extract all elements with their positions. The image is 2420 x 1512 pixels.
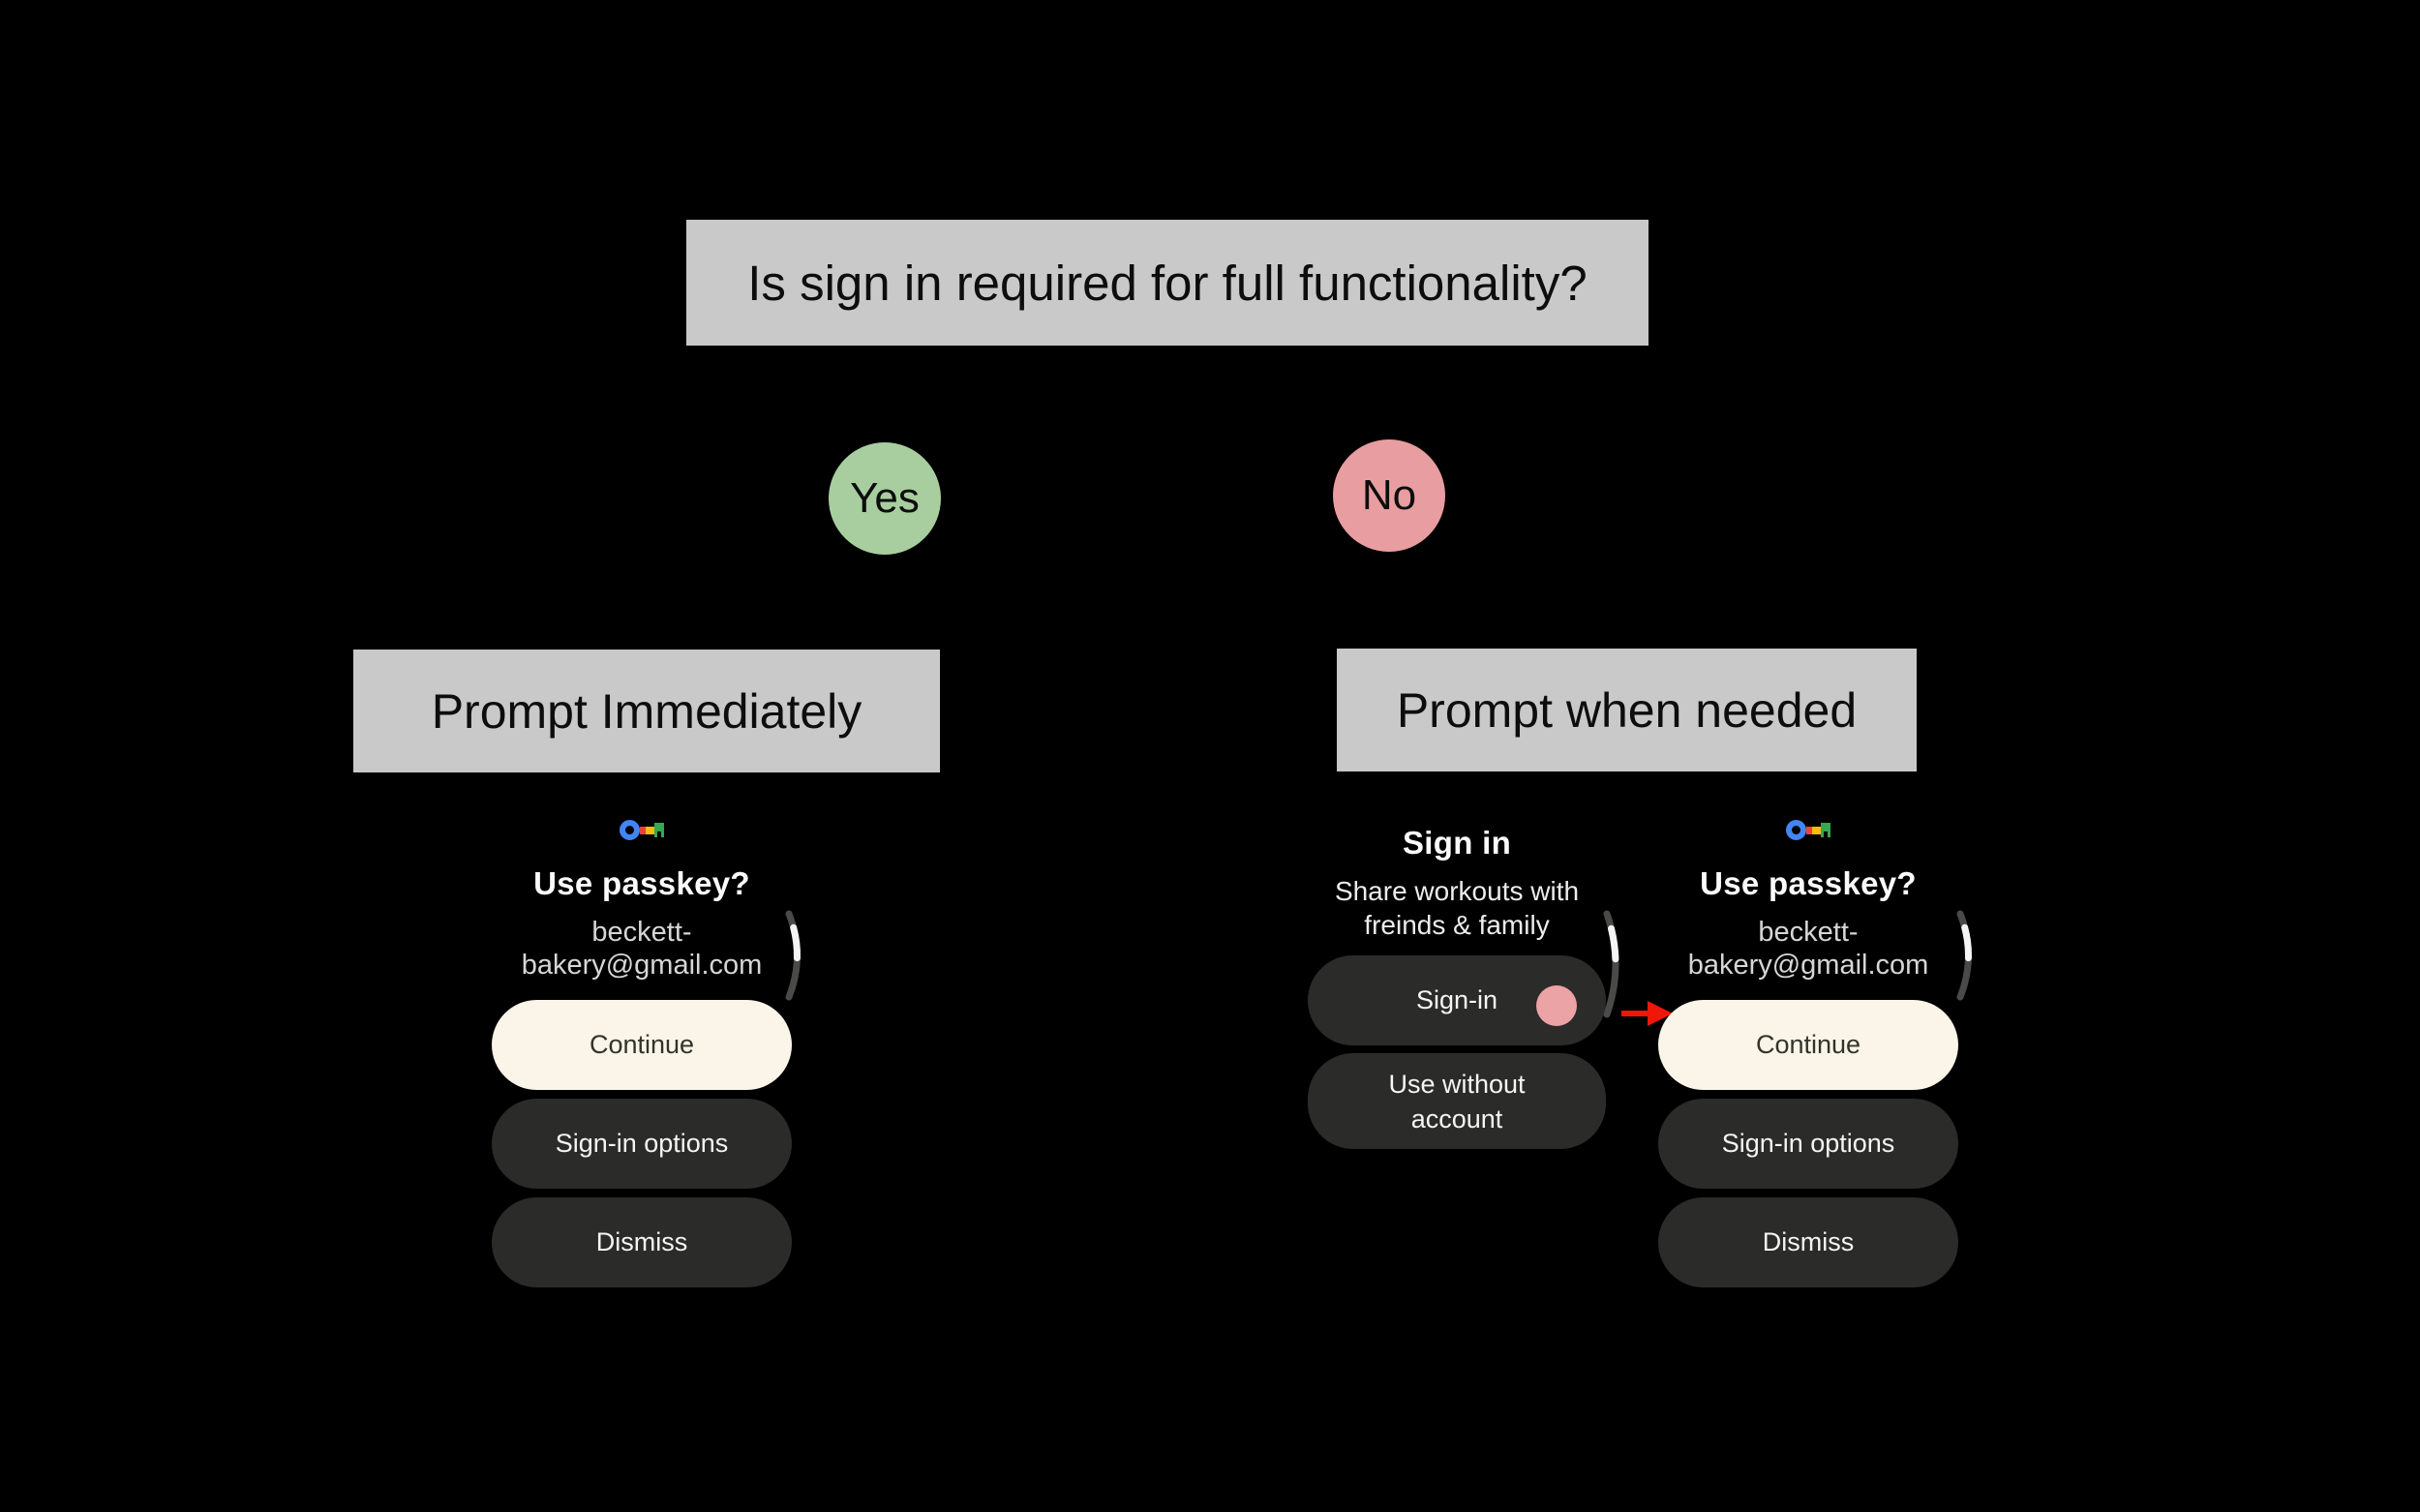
passkey-screen-right: Use passkey? beckett- bakery@gmail.com C… <box>1641 813 1976 1302</box>
dismiss-button[interactable]: Dismiss <box>1658 1197 1958 1287</box>
key-segment-yellow <box>1812 827 1821 834</box>
dismiss-button[interactable]: Dismiss <box>492 1197 792 1287</box>
scroll-indicator <box>1603 910 1619 1018</box>
account-email-line2: bakery@gmail.com <box>1687 950 1929 981</box>
key-ring <box>620 820 640 840</box>
red-arrow <box>1621 1001 1673 1026</box>
signin-options-button[interactable]: Sign-in options <box>492 1099 792 1189</box>
question-box: Is sign in required for full functionali… <box>686 220 1649 346</box>
account-email-line1: beckett- <box>591 917 692 948</box>
outcome-prompt-when-needed: Prompt when needed <box>1337 649 1917 771</box>
signin-button[interactable]: Sign-in <box>1308 955 1606 1045</box>
touch-indicator-dot <box>1536 985 1577 1026</box>
question-text: Is sign in required for full functionali… <box>747 255 1588 311</box>
key-segment-red <box>1806 827 1812 834</box>
outcome-prompt-immediately: Prompt Immediately <box>353 650 940 772</box>
continue-label: Continue <box>589 1030 695 1059</box>
account-email-line1: beckett- <box>1758 917 1859 948</box>
use-without-account-line2: account <box>1410 1104 1503 1134</box>
dismiss-label: Dismiss <box>595 1227 688 1256</box>
key-segment-red <box>640 827 646 834</box>
signin-screen: Sign in Share workouts with freinds & fa… <box>1287 813 1626 1162</box>
signin-title: Sign in <box>1402 825 1512 861</box>
use-without-account-line1: Use without <box>1388 1069 1526 1099</box>
key-bit-green <box>1821 823 1830 837</box>
continue-button[interactable]: Continue <box>1658 1000 1958 1090</box>
passkey-title: Use passkey? <box>1700 865 1917 901</box>
signin-subtitle-line1: Share workouts with <box>1334 876 1580 906</box>
account-email: beckett- bakery@gmail.com <box>474 916 809 982</box>
key-segment-yellow <box>646 827 654 834</box>
no-node: No <box>1333 439 1445 552</box>
passkey-key-icon <box>620 820 664 840</box>
signin-subtitle: Share workouts with freinds & family <box>1287 874 1626 942</box>
dismiss-label: Dismiss <box>1762 1227 1855 1256</box>
yes-label: Yes <box>850 474 920 522</box>
passkey-screen-left: Use passkey? beckett- bakery@gmail.com C… <box>474 813 809 1302</box>
use-without-account-button[interactable]: Use without account <box>1308 1053 1606 1149</box>
account-email: beckett- bakery@gmail.com <box>1641 916 1976 982</box>
signin-options-label: Sign-in options <box>555 1129 729 1158</box>
outcome-right-text: Prompt when needed <box>1396 682 1858 738</box>
continue-button[interactable]: Continue <box>492 1000 792 1090</box>
outcome-left-text: Prompt Immediately <box>431 683 862 739</box>
signin-subtitle-line2: freinds & family <box>1364 910 1550 940</box>
passkey-key-icon <box>1786 820 1830 840</box>
key-bit-green <box>654 823 664 837</box>
signin-options-label: Sign-in options <box>1721 1129 1895 1158</box>
passkey-title: Use passkey? <box>533 865 750 901</box>
yes-node: Yes <box>829 442 941 555</box>
scroll-indicator <box>785 910 801 1001</box>
scroll-indicator <box>1956 910 1972 1001</box>
account-email-line2: bakery@gmail.com <box>521 950 763 981</box>
signin-options-button[interactable]: Sign-in options <box>1658 1099 1958 1189</box>
key-ring <box>1786 820 1806 840</box>
signin-button-label: Sign-in <box>1415 985 1498 1014</box>
no-label: No <box>1361 471 1417 519</box>
continue-label: Continue <box>1755 1030 1861 1059</box>
